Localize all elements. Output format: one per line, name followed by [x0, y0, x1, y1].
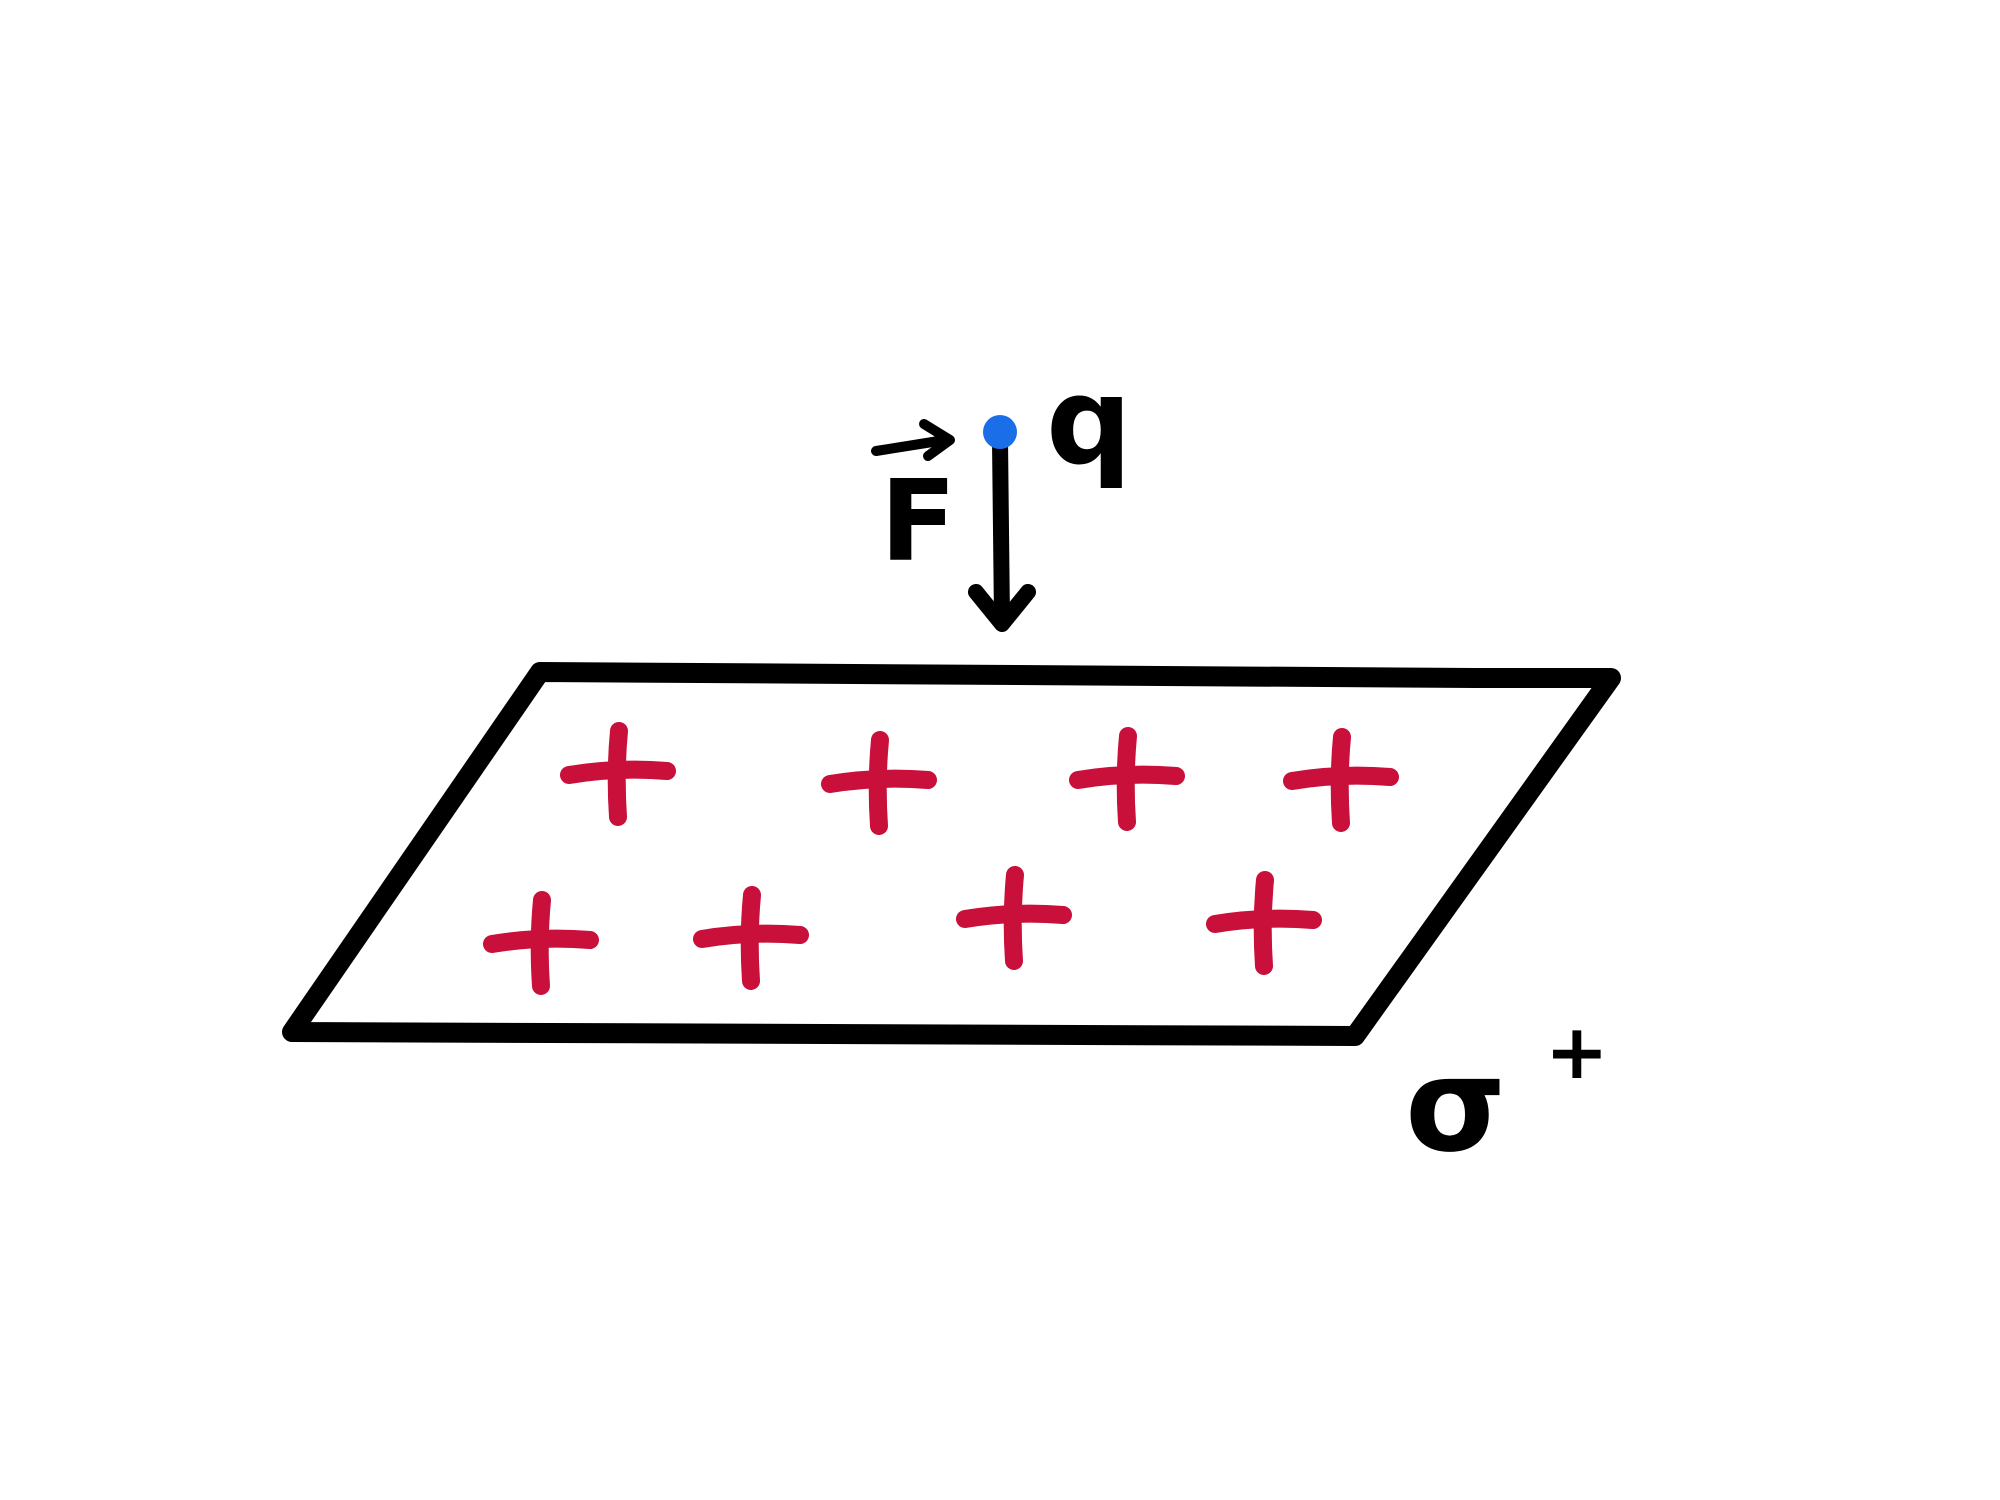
plus-sign: [483, 891, 599, 995]
plus-sign: [1206, 871, 1322, 975]
force-label: F: [880, 457, 957, 587]
point-charge: [983, 415, 1017, 449]
plus-sign: [1069, 727, 1185, 831]
force-arrow: [968, 432, 1036, 632]
plus-sign: [1283, 728, 1399, 832]
density-label: σ: [1405, 1029, 1506, 1181]
plus-sign: [821, 731, 937, 835]
plus-sign: [956, 866, 1072, 970]
surface-charges: [483, 722, 1399, 995]
vector-arrow-icon: [871, 419, 955, 461]
charge-label: q: [1046, 353, 1132, 492]
density-sign-label: +: [1545, 1007, 1609, 1096]
plus-sign: [693, 886, 809, 990]
plus-sign: [560, 722, 676, 826]
charged-sheet: [282, 662, 1621, 1046]
